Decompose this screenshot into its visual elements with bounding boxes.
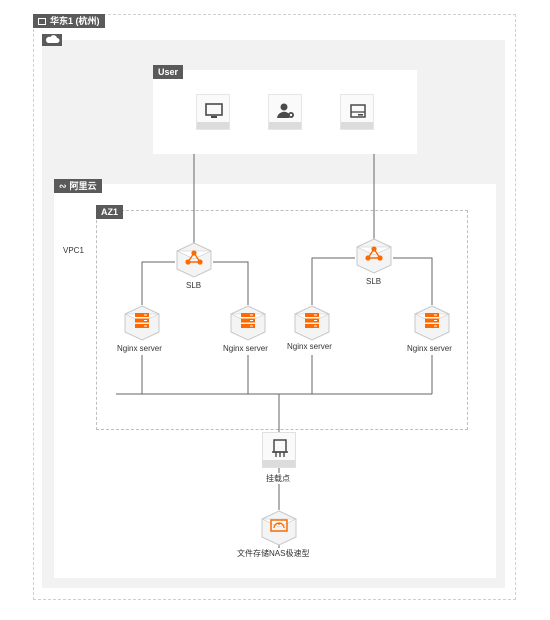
slb-icon [356, 238, 392, 274]
nginx-label-3: Nginx server [287, 342, 332, 351]
link-slb1-nginx1 [141, 261, 175, 305]
slb-label-1: SLB [186, 281, 202, 290]
az-label: AZ1 [101, 207, 119, 217]
monitor-icon [205, 103, 223, 118]
az-tag: AZ1 [96, 205, 124, 219]
link-slb1-nginx2 [213, 261, 249, 305]
nas-icon [261, 510, 297, 546]
mount-base [263, 460, 295, 467]
vpc-label: VPC1 [63, 246, 84, 255]
nginx-server-1[interactable] [123, 305, 161, 346]
nas-node[interactable] [260, 510, 298, 551]
aliyun-link-icon: ∾ [59, 181, 67, 191]
mount-point-node[interactable] [262, 432, 296, 468]
cloud-tag [42, 34, 62, 46]
aliyun-tag: ∾阿里云 [54, 179, 102, 193]
user-device-server[interactable] [340, 94, 374, 130]
region-container [33, 14, 516, 600]
nginx-server-3[interactable] [293, 305, 331, 346]
server-stack-icon [294, 305, 330, 341]
link-slb2-nginx4 [393, 257, 433, 305]
mount-point-label: 挂载点 [266, 473, 290, 484]
nginx-server-2[interactable] [229, 305, 267, 346]
user-gear-icon [277, 103, 294, 118]
nginx-label-1: Nginx server [117, 344, 162, 353]
nginx-label-2: Nginx server [223, 344, 268, 353]
user-device-desktop[interactable] [196, 94, 230, 130]
device-base [197, 122, 229, 129]
device-base [341, 122, 373, 129]
aliyun-label: 阿里云 [69, 181, 97, 191]
user-device-admin[interactable] [268, 94, 302, 130]
az-area [96, 210, 468, 430]
mount-point-icon [272, 439, 288, 457]
region-frame-icon [38, 18, 46, 25]
server-stack-icon [414, 305, 450, 341]
slb-node-2[interactable] [355, 238, 393, 279]
slb-node-1[interactable] [175, 242, 213, 283]
user-tag: User [153, 65, 184, 79]
user-label: User [158, 67, 179, 77]
nginx-label-4: Nginx server [407, 344, 452, 353]
server-stack-icon [124, 305, 160, 341]
region-label: 华东1 (杭州) [50, 16, 100, 26]
cloud-icon [46, 35, 60, 43]
device-base [269, 122, 301, 129]
nas-label: 文件存储NAS极速型 [237, 548, 310, 559]
slb-icon [176, 242, 212, 278]
nginx-server-4[interactable] [413, 305, 451, 346]
server-stack-icon [230, 305, 266, 341]
server-box-icon [350, 104, 366, 118]
link-slb2-nginx3 [311, 257, 355, 305]
slb-label-2: SLB [366, 277, 382, 286]
region-tag: 华东1 (杭州) [33, 14, 105, 28]
